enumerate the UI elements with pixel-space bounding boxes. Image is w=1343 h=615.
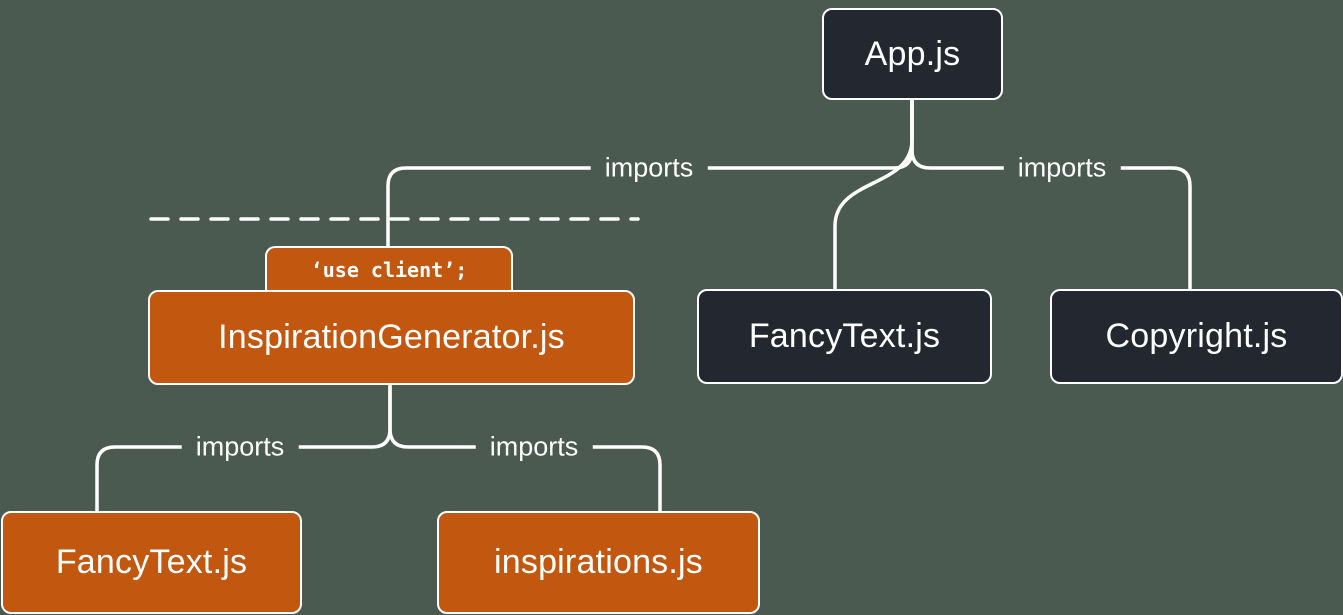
edge-app-to-copyright xyxy=(910,98,1192,291)
node-inspiration-generator-js: InspirationGenerator.js xyxy=(148,290,635,385)
node-inspirations-js: inspirations.js xyxy=(437,511,760,614)
edge-app-to-fancytext xyxy=(833,98,914,291)
node-copyright-js: Copyright.js xyxy=(1050,289,1343,384)
edge-label-imports-right: imports xyxy=(1003,150,1121,186)
node-app-js: App.js xyxy=(822,8,1003,100)
use-client-directive-badge: ‘use client’; xyxy=(265,246,513,292)
node-fancytext-js-client: FancyText.js xyxy=(1,511,302,614)
node-fancytext-js-server: FancyText.js xyxy=(697,289,992,384)
edge-label-imports-bottom-right: imports xyxy=(475,429,593,465)
edge-label-imports-bottom-left: imports xyxy=(181,429,299,465)
edge-label-imports-left: imports xyxy=(590,150,708,186)
